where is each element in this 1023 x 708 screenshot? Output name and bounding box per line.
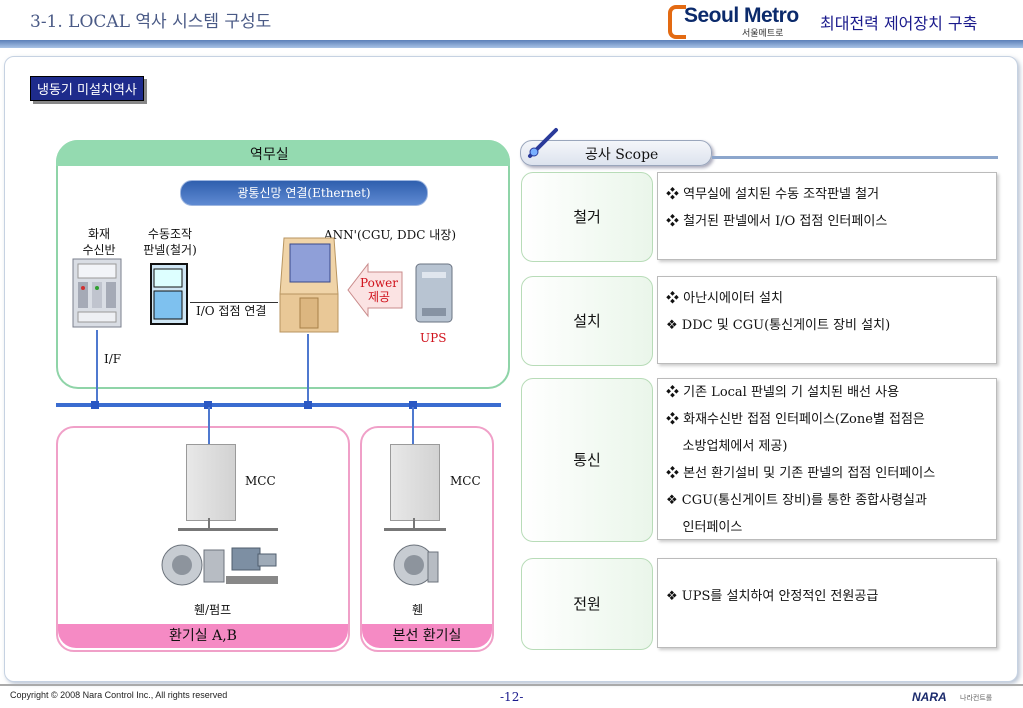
station-room-header bbox=[56, 140, 510, 166]
mcc2-label: MCC bbox=[450, 474, 481, 488]
scope-desc-comm: ❖ 기존 Local 판넬의 기 설치된 배선 사용 ❖ 화재수신반 접점 인터… bbox=[657, 378, 997, 540]
mcc1-drop bbox=[208, 518, 210, 530]
scope-line: ❖ 본선 환기설비 및 기존 판넬의 접점 인터페이스 bbox=[666, 466, 936, 481]
mcc1-bar bbox=[178, 528, 278, 531]
scope-line: ❖ 아난시에이터 설치 bbox=[666, 291, 783, 306]
if-label: I/F bbox=[104, 352, 122, 366]
manual-panel-icon bbox=[150, 263, 188, 325]
station-room-title: 역무실 bbox=[250, 147, 289, 163]
ventilation-room-ab bbox=[56, 426, 350, 652]
scope-desc-install: ❖ 아난시에이터 설치 ❖ DDC 및 CGU(통신게이트 장비 설치) bbox=[657, 276, 997, 364]
fire-panel-label: 화재 수신반 bbox=[82, 227, 116, 257]
manual-panel-label: 수동조작 판넬(철거) bbox=[143, 227, 197, 257]
scope-category-install: 설치 bbox=[521, 276, 653, 366]
scope-category-comm: 통신 bbox=[521, 378, 653, 542]
fan-pump-icon bbox=[161, 544, 278, 586]
ups-label: UPS bbox=[420, 331, 447, 345]
annunciator-link bbox=[307, 334, 309, 404]
io-connection-line bbox=[190, 302, 278, 303]
seoul-metro-logo: Seoul Metro bbox=[684, 4, 799, 27]
bus-node-ann bbox=[304, 401, 312, 409]
fan-pump-label: 휀/펌프 bbox=[194, 603, 232, 617]
fiber-network-label: 광통신망 연결(Ethernet) bbox=[180, 180, 428, 206]
mcc1-link bbox=[208, 407, 210, 444]
scope-desc-removal: ❖ 역무실에 설치된 수동 조작판넬 철거 ❖ 철거된 판넬에서 I/O 접점 … bbox=[657, 172, 997, 260]
scope-line: ❖ CGU(통신게이트 장비)를 통한 종합사령실과 bbox=[666, 493, 927, 508]
nara-logo: NARA bbox=[912, 690, 947, 704]
station-type-badge: 냉동기 미설치역사 bbox=[30, 76, 144, 101]
project-title: 최대전력 제어장치 구축 bbox=[820, 14, 978, 33]
scope-header bbox=[520, 140, 712, 166]
bus-node-fire bbox=[91, 401, 99, 409]
page-title: 3-1. LOCAL 역사 시스템 구성도 bbox=[30, 12, 272, 32]
header-rule bbox=[0, 40, 1023, 48]
scope-desc-power: ❖ UPS를 설치하여 안정적인 전원공급 bbox=[657, 558, 997, 648]
fan-icon bbox=[393, 544, 439, 586]
power-supply-label: Power 제공 bbox=[360, 276, 398, 304]
fire-panel-icon bbox=[72, 258, 122, 328]
nara-logo-sub: 나라컨트롤 bbox=[960, 694, 993, 702]
seoul-metro-logo-icon bbox=[668, 5, 686, 39]
scope-title: 공사 Scope bbox=[585, 147, 659, 163]
page-number: -12- bbox=[500, 690, 524, 704]
annunciator-icon bbox=[279, 237, 339, 333]
ups-icon bbox=[415, 263, 453, 323]
annunciator-label: ANN'(CGU, DDC 내장) bbox=[324, 228, 457, 242]
fire-panel-link bbox=[96, 330, 98, 404]
scope-line: ❖ 철거된 판넬에서 I/O 접점 인터페이스 bbox=[666, 214, 888, 229]
mcc2-cabinet bbox=[390, 444, 440, 521]
scope-line: ❖ UPS를 설치하여 안정적인 전원공급 bbox=[666, 589, 879, 604]
scope-line: ❖ DDC 및 CGU(통신게이트 장비 설치) bbox=[666, 318, 891, 333]
bus-node-mcc1 bbox=[204, 401, 212, 409]
scope-rule bbox=[712, 156, 998, 159]
mcc2-link bbox=[412, 407, 414, 444]
fan-label: 휀 bbox=[412, 603, 424, 617]
pen-icon bbox=[528, 128, 558, 158]
footer-copyright: Copyright © 2008 Nara Control Inc., All … bbox=[10, 690, 228, 700]
ventilation-room-ab-label: 환기실 A,B bbox=[58, 624, 348, 648]
scope-category-removal: 철거 bbox=[521, 172, 653, 262]
bus-node-mcc2 bbox=[409, 401, 417, 409]
scope-line: ❖ 역무실에 설치된 수동 조작판넬 철거 bbox=[666, 187, 880, 202]
scope-line: 인터페이스 bbox=[666, 520, 743, 535]
scope-category-power: 전원 bbox=[521, 558, 653, 650]
footer-rule bbox=[0, 684, 1023, 686]
scope-line: ❖ 기존 Local 판넬의 기 설치된 배선 사용 bbox=[666, 385, 900, 400]
mcc2-drop bbox=[413, 518, 415, 530]
mcc1-cabinet bbox=[186, 444, 236, 521]
communication-bus bbox=[56, 403, 501, 407]
power-arrow-icon bbox=[347, 262, 403, 318]
scope-line: ❖ 화재수신반 접점 인터페이스(Zone별 접점은 bbox=[666, 412, 925, 427]
mcc1-label: MCC bbox=[245, 474, 276, 488]
scope-line: 소방업체에서 제공) bbox=[666, 439, 788, 454]
io-connection-label: I/O 접점 연결 bbox=[196, 304, 267, 318]
main-ventilation-room-label: 본선 환기실 bbox=[362, 624, 492, 648]
seoul-metro-logo-sub: 서울메트로 bbox=[742, 29, 784, 39]
mcc2-bar bbox=[384, 528, 446, 531]
